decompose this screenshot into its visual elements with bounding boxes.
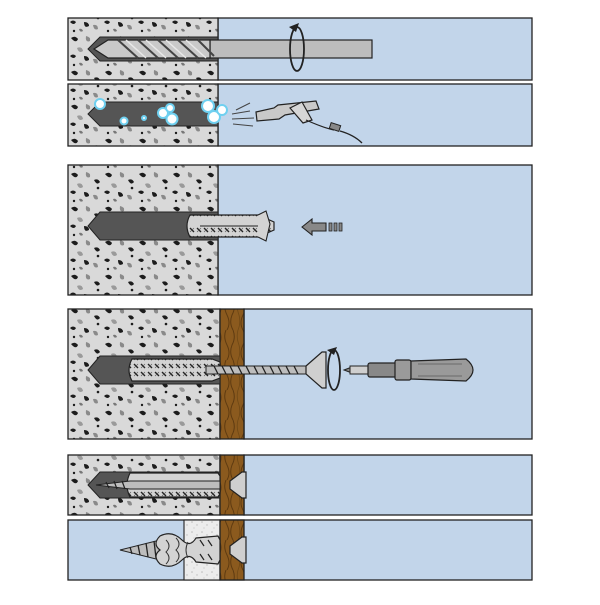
step-drive-screw bbox=[67, 308, 533, 440]
knotted-plug-icon bbox=[119, 533, 247, 567]
dust-cloud-icon bbox=[94, 98, 228, 126]
step-clean-hole bbox=[67, 83, 533, 147]
rotation-arrow-icon bbox=[289, 23, 305, 72]
screwdriver-icon bbox=[342, 358, 474, 382]
step-drill-hole bbox=[67, 17, 533, 81]
air-region bbox=[217, 83, 533, 147]
step-insert-plug bbox=[67, 164, 533, 296]
air-region bbox=[243, 454, 533, 516]
wall-plug-icon bbox=[186, 210, 275, 242]
expanded-plug-icon bbox=[95, 471, 247, 499]
step-fixed-in-hollow-material bbox=[67, 519, 533, 581]
drilled-hole bbox=[87, 101, 219, 127]
rotation-arrow-icon bbox=[327, 347, 341, 391]
air-blow-gun-icon bbox=[231, 100, 363, 144]
step-fixed-in-concrete bbox=[67, 454, 533, 516]
drill-bit-icon bbox=[92, 39, 373, 59]
screw-icon bbox=[205, 351, 327, 389]
push-arrow-icon bbox=[301, 217, 343, 237]
